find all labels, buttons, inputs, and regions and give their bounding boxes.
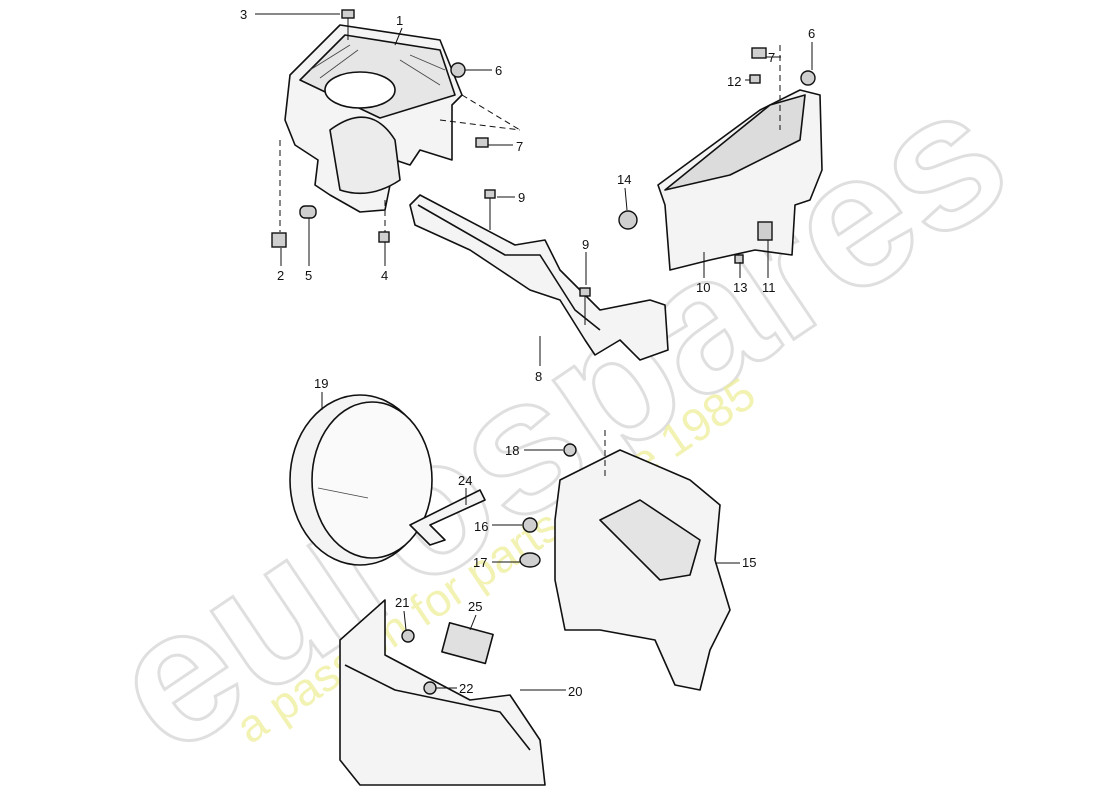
callout-15: 15 — [742, 555, 756, 570]
part-19-wheel-cover — [289, 394, 433, 566]
callout-25: 25 — [468, 599, 482, 614]
callout-19: 19 — [314, 376, 328, 391]
fasteners-top-left — [271, 9, 521, 248]
callout-22: 22 — [459, 681, 473, 696]
callout-3: 3 — [240, 7, 247, 22]
callout-14: 14 — [617, 172, 631, 187]
callout-21: 21 — [395, 595, 409, 610]
callout-24: 24 — [458, 473, 472, 488]
callout-9: 9 — [518, 190, 525, 205]
callout-5: 5 — [305, 268, 312, 283]
callout-12: 12 — [727, 74, 741, 89]
callout-8: 8 — [535, 369, 542, 384]
part-15-trunk-lining — [519, 430, 731, 691]
callout-13: 13 — [733, 280, 747, 295]
callout-4: 4 — [381, 268, 388, 283]
part-1-trim-box — [284, 24, 463, 213]
callout-6: 6 — [495, 63, 502, 78]
part-8-channel — [409, 189, 669, 361]
callout-18: 18 — [505, 443, 519, 458]
callout-17: 17 — [473, 555, 487, 570]
callout-11: 11 — [762, 280, 776, 295]
callout-1: 1 — [396, 13, 403, 28]
callout-7: 7 — [768, 50, 775, 65]
part-20-lower-lining — [339, 599, 546, 786]
leader-lines — [255, 13, 813, 691]
callout-2: 2 — [277, 268, 284, 283]
part-10-side-panel — [618, 45, 823, 271]
callout-10: 10 — [696, 280, 710, 295]
callout-20: 20 — [568, 684, 582, 699]
watermark-brand: eurospares — [74, 45, 1042, 794]
callout-6: 6 — [808, 26, 815, 41]
callout-9: 9 — [582, 237, 589, 252]
callout-labels: 3 1 6 7 2 5 4 9 9 8 7 6 12 14 10 13 11 1… — [240, 7, 815, 699]
callout-16: 16 — [474, 519, 488, 534]
watermark: eurospares a passion for parts since 198… — [73, 44, 1044, 796]
callout-7: 7 — [516, 139, 523, 154]
